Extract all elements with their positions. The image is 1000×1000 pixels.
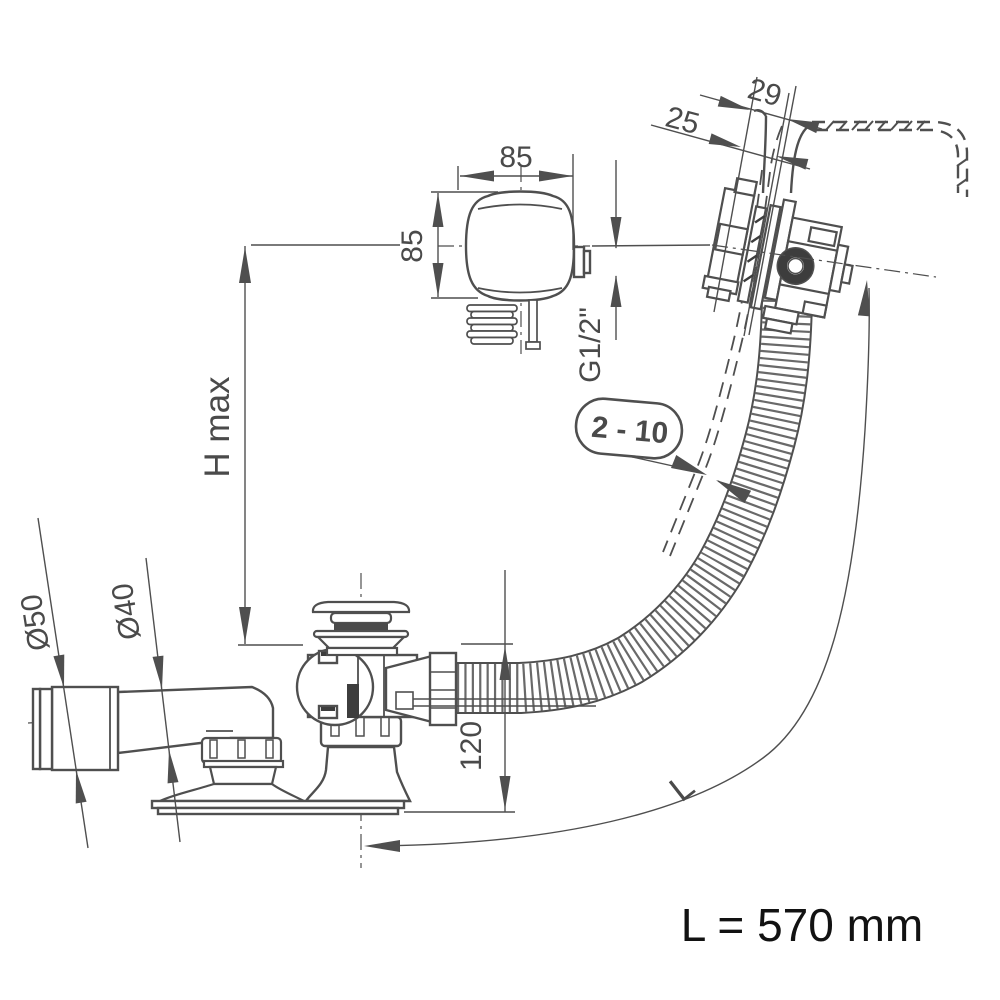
hose-length-note: L = 570 mm bbox=[681, 899, 923, 951]
outlet-pipe bbox=[31, 685, 275, 772]
overflow-fitting bbox=[701, 177, 854, 335]
dim-label-h-max: H max bbox=[198, 376, 237, 478]
panel-thickness-badge bbox=[574, 397, 684, 460]
dim-label-120: 120 bbox=[455, 721, 488, 771]
dim-label-overflow-height: 85 bbox=[396, 229, 429, 262]
plug-top-cap bbox=[311, 600, 411, 614]
outlet-socket-body bbox=[50, 685, 120, 772]
drain-hose-nut bbox=[428, 651, 458, 727]
dim-label-29: 29 bbox=[744, 72, 785, 113]
overflow-side-stub bbox=[572, 245, 586, 279]
overflow-box-hose-connector bbox=[466, 304, 518, 345]
hose-length-symbol: L bbox=[662, 767, 701, 810]
dim-label-diameter-40: Ø40 bbox=[106, 581, 147, 642]
dim-label-25: 25 bbox=[662, 101, 703, 142]
dim-label-overflow-width: 85 bbox=[499, 141, 532, 174]
overflow-pull-rod bbox=[525, 299, 541, 350]
dimension-arrows bbox=[53, 95, 870, 852]
waste-flange bbox=[325, 646, 399, 657]
bath-rim-phantom-outline bbox=[812, 120, 969, 197]
popup-plug bbox=[311, 600, 411, 657]
bath-rim-section-ticks bbox=[825, 120, 968, 187]
corrugated-hose bbox=[455, 299, 813, 714]
dim-label-thread-size: G1/2" bbox=[574, 307, 607, 383]
panel-thickness-label: 2 - 10 bbox=[590, 411, 669, 451]
overflow-box-front-view bbox=[464, 190, 592, 302]
outlet-elbow-nut bbox=[159, 736, 305, 803]
drain-hose-cone bbox=[384, 654, 434, 724]
fitting-axis-centerline bbox=[711, 244, 937, 278]
